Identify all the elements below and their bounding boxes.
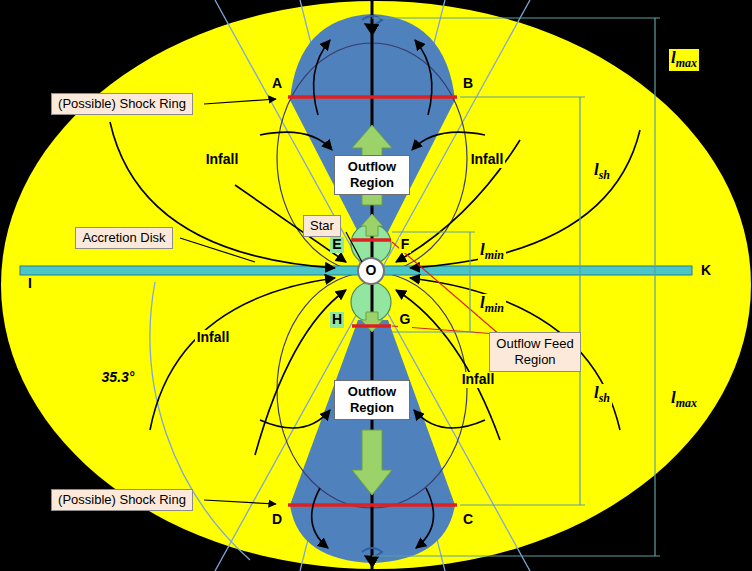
point-letter: C [461, 512, 475, 527]
callout-box: (Possible) Shock Ring [51, 93, 193, 115]
point-letter: E [330, 237, 343, 252]
region-label-box: Outflow Region [334, 155, 410, 194]
flow-label: Infall [460, 372, 497, 387]
dimension-label: lmin [478, 294, 506, 315]
box-text: Outflow Region [339, 159, 405, 190]
box-text: Accretion Disk [82, 230, 165, 246]
point-letter: F [399, 237, 412, 252]
callout-box: Outflow Feed Region [489, 332, 581, 371]
callout-box: (Possible) Shock Ring [51, 489, 193, 511]
flow-label: Infall [469, 152, 506, 167]
box-text: (Possible) Shock Ring [58, 96, 186, 112]
point-letter: H [330, 312, 344, 327]
point-letter: K [699, 263, 713, 278]
point-letter: A [270, 76, 284, 91]
point-letter: O [364, 263, 379, 278]
dimension-label: lmax [669, 49, 699, 70]
accretion-disk [20, 266, 692, 275]
box-text: Outflow Region [339, 384, 405, 415]
callout-box: Accretion Disk [75, 227, 172, 249]
dimension-line [372, 18, 660, 556]
flow-label: Infall [195, 330, 232, 345]
dimension-label: lmax [669, 389, 699, 410]
region-label-box: Outflow Region [334, 380, 410, 419]
angle-label: 35.3° [100, 370, 137, 385]
point-letter: B [461, 76, 475, 91]
flow-label: Infall [204, 152, 241, 167]
dimension-label: lmin [478, 241, 506, 262]
box-text: Star [310, 218, 334, 234]
callout-box: Star [303, 215, 341, 237]
box-text: (Possible) Shock Ring [58, 492, 186, 508]
cone-lines [150, 0, 530, 571]
point-letter: I [26, 276, 34, 291]
point-letter: G [398, 312, 413, 327]
dimension-label: lsh [592, 161, 612, 182]
infall-arrow [110, 40, 640, 548]
box-text: Outflow Feed Region [495, 336, 575, 367]
dimension-label: lsh [592, 384, 612, 405]
feed-leader [392, 242, 510, 335]
shock-ring [288, 97, 457, 505]
point-letter: D [270, 512, 284, 527]
